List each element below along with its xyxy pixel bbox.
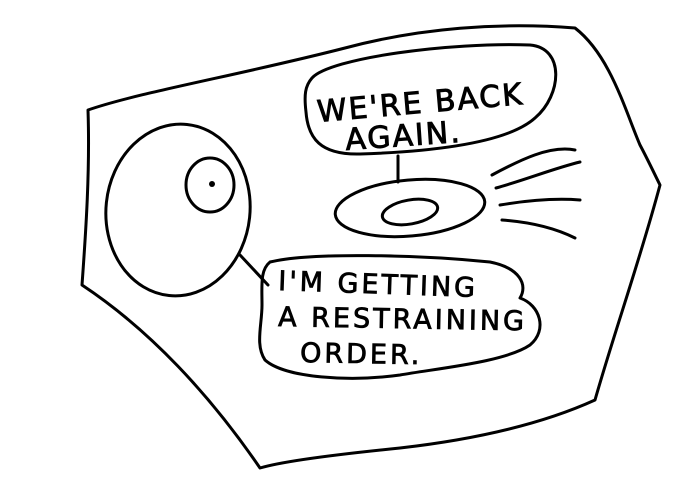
space-boundary [80,24,662,470]
planet-icon [104,122,252,298]
flying-saucer-icon [333,177,487,239]
ship-speech-bubble: WE'RE BACK AGAIN. [303,43,558,158]
ship-speech-line-2: AGAIN. [344,115,463,158]
planet-speech-bubble: I'M GETTING A RESTRAINING ORDER. [258,254,542,380]
planet-speech-line-3: ORDER. [300,338,423,371]
planet-speech-line-1: I'M GETTING [278,266,479,304]
planet-speech-line-2: A RESTRAINING [278,302,527,337]
speed-lines [490,147,582,240]
